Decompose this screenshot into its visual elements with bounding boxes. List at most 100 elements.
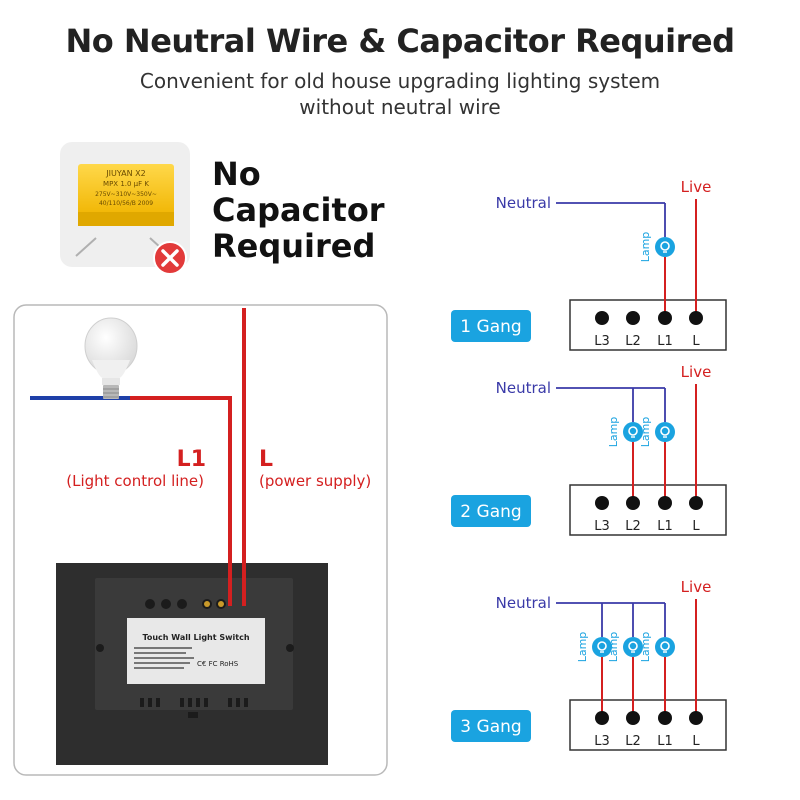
gang-badge-label: 1 Gang [460,317,521,337]
l-label: L [259,447,273,472]
switch-label-sticker [127,618,265,684]
terminal-label: L [692,519,700,534]
lamp-icon-body [655,422,675,442]
terminal-dot [595,311,609,325]
subtitle-line-2: without neutral wire [299,95,501,119]
switch-terminal-screws [204,601,224,607]
lamp-icon [623,422,643,442]
capacitor-lead-left [75,237,97,257]
lamp-label: Lamp [607,417,620,448]
gang-badge [451,310,531,342]
no-capacitor-line-3: Required [212,227,376,265]
live-label: Live [681,578,712,596]
terminal-dot [595,711,609,725]
switch-title: Touch Wall Light Switch [142,633,249,642]
terminal-dot [626,311,640,325]
terminal-dot [658,711,672,725]
terminal-dot [689,496,703,510]
terminal-label: L3 [594,734,610,749]
live-label: Live [681,178,712,196]
gang-badge-label: 3 Gang [460,717,521,737]
terminal-box [569,299,727,351]
terminal-box [569,484,727,536]
neutral-label: Neutral [496,194,551,212]
terminal-box [569,699,727,751]
terminal-dot [658,311,672,325]
terminal-dot [626,711,640,725]
terminal-label: L2 [625,734,641,749]
lamp-icon [592,637,612,657]
switch-panel: Touch Wall Light Switch C€ FC RoHS L3 L2… [56,563,328,765]
terminal-label: L3 [594,519,610,534]
l-description: (power supply) [259,472,371,490]
l1-wire [130,396,232,606]
lamp-icon [655,637,675,657]
no-capacitor-line-1: No [212,155,261,193]
terminal-label: L1 [657,334,673,349]
no-capacitor-heading: No Capacitor Required [212,156,385,264]
lamp-icon-body [623,422,643,442]
live-label: Live [681,363,712,381]
terminal-label: L2 [625,519,641,534]
capacitor-print-4: 40/110/56/B 2009 [99,200,153,207]
switch-terminal-L3: L3 [186,622,197,632]
lamp-icon [623,637,643,657]
terminal-label: L1 [657,519,673,534]
lamp-icon-glass [660,641,670,651]
lamp-label: Lamp [576,632,589,663]
terminal-label: L [692,734,700,749]
lamp-label: Lamp [639,417,652,448]
lamp-label: Lamp [639,232,652,263]
mount-holes [96,644,294,718]
lamp-icon-glass [660,426,670,436]
terminal-label: L3 [594,334,610,349]
no-capacitor-line-2: Capacitor [212,191,385,229]
terminal-dot [595,496,609,510]
switch-terminal-L2: L2 [203,622,214,632]
terminal-label: L2 [625,334,641,349]
capacitor-card: JIUYAN X2 MPX 1.0 µF K 275V~310V~350V~ 4… [60,142,190,275]
lamp-icon-glass [597,641,607,651]
terminal-dot [689,311,703,325]
l1-description: (Light control line) [66,472,204,490]
page-subtitle: Convenient for old house upgrading light… [0,68,800,120]
capacitor-print-3: 275V~310V~350V~ [95,191,157,198]
neutral-label: Neutral [496,379,551,397]
terminal-label: L1 [657,734,673,749]
capacitor-print-1: JIUYAN X2 [105,169,145,178]
l1-label: L1 [177,447,206,472]
certification-marks: C€ FC RoHS [197,660,239,668]
switch-terminal-L: L [241,622,246,632]
bulb-icon [84,317,138,399]
lamp-icon [655,422,675,442]
terminal-dot [658,496,672,510]
capacitor-icon: JIUYAN X2 MPX 1.0 µF K 275V~310V~350V~ 4… [78,164,174,226]
lamp-icon-body [655,237,675,257]
vent-slots [140,698,248,707]
lamp-label: Lamp [607,632,620,663]
lamp-icon-glass [660,241,670,251]
lamp-icon-body [623,637,643,657]
terminal-dot [626,496,640,510]
gang-badge [451,495,531,527]
gang-badge-label: 2 Gang [460,502,521,522]
page-title: No Neutral Wire & Capacitor Required [65,22,736,60]
lamp-icon [655,237,675,257]
terminal-label: L [692,334,700,349]
subtitle-line-1: Convenient for old house upgrading light… [139,69,661,93]
lamp-icon-body [592,637,612,657]
forbidden-x-icon [153,241,187,275]
lamp-icon-glass [628,426,638,436]
gang-badge [451,710,531,742]
lamp-icon-body [655,637,675,657]
neutral-label: Neutral [496,594,551,612]
lamp-icon-glass [628,641,638,651]
capacitor-print-2: MPX 1.0 µF K [103,180,149,188]
terminal-dot [689,711,703,725]
lamp-label: Lamp [639,632,652,663]
sticker-lines [134,647,194,669]
